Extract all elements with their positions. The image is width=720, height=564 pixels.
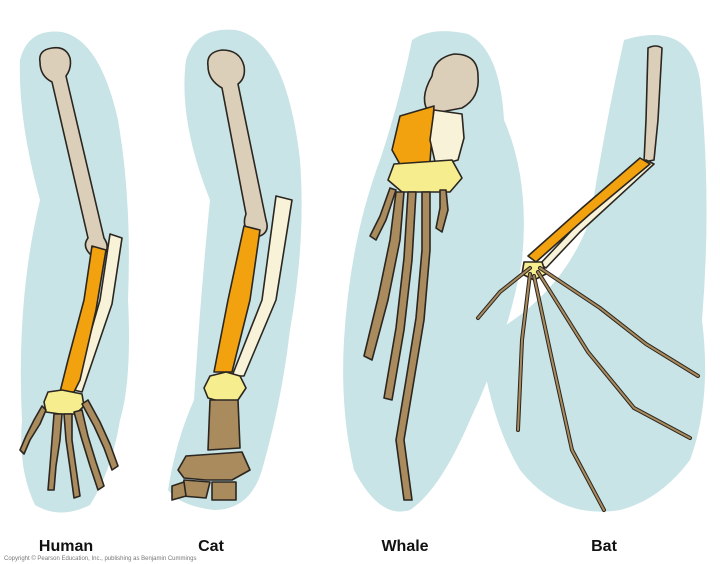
cat-radius [213,225,261,373]
label-human: Human [38,538,94,555]
copyright-credit: Copyright © Pearson Education, Inc., pub… [4,556,197,562]
whale-humerus [423,53,479,115]
whale-carpals [387,159,463,193]
human-digits [19,399,119,499]
whale-ulna [429,109,465,167]
cat-limb [168,29,302,510]
human-limb [19,31,130,513]
cat-ulna [231,195,293,377]
whale-limb [343,31,524,512]
bat-limb [476,35,707,512]
label-whale: Whale [381,538,429,555]
label-bat: Bat [591,538,617,555]
bat-digits [476,266,700,512]
label-cat: Cat [198,538,224,555]
cat-carpals [203,371,247,403]
human-humerus [38,46,108,259]
whale-digits [363,187,449,501]
cat-digits [171,399,251,501]
cat-humerus [206,49,268,237]
